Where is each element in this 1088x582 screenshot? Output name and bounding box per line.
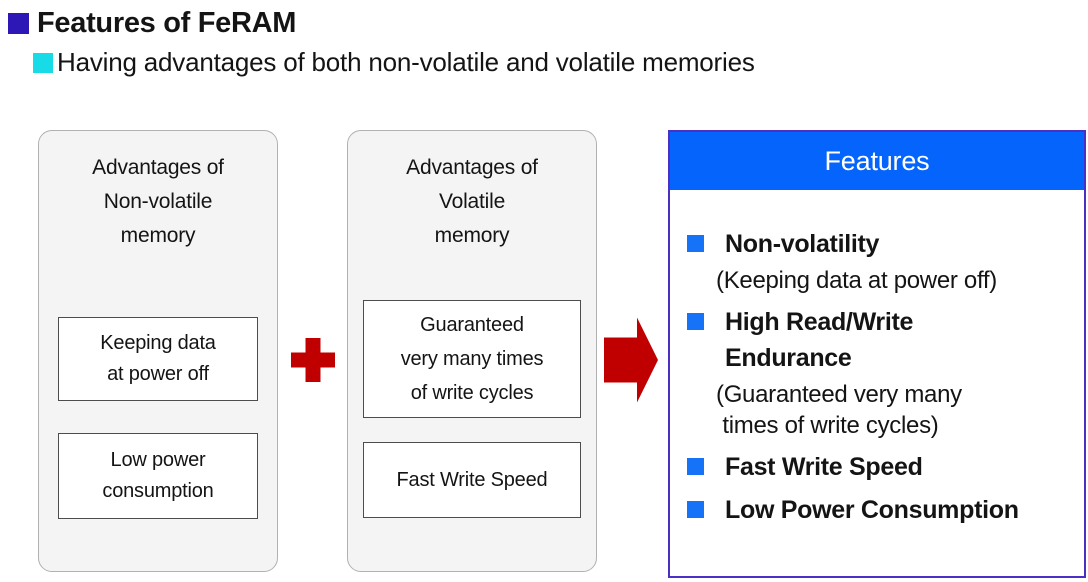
list-item: Non-volatility (Keeping data at power of… <box>687 226 1070 296</box>
list-item: Fast Write Speed <box>687 449 1070 485</box>
right-arrow-icon <box>604 317 658 403</box>
box-low-power: Low power consumption <box>58 433 258 519</box>
square-bullet-icon <box>687 313 704 330</box>
title-square-bullet-icon <box>8 13 29 34</box>
box-keeping-data: Keeping data at power off <box>58 317 258 401</box>
features-header: Features <box>670 132 1084 190</box>
panel-heading: Advantages of Volatile memory <box>406 156 538 247</box>
square-bullet-icon <box>687 458 704 475</box>
panel-heading: Advantages of Non-volatile memory <box>92 156 224 247</box>
feature-note: (Keeping data at power off) <box>716 267 997 294</box>
page-title: Features of FeRAM <box>37 7 297 39</box>
subtitle-square-bullet-icon <box>33 52 53 73</box>
square-bullet-icon <box>687 235 704 252</box>
features-list: Non-volatility (Keeping data at power of… <box>670 190 1084 528</box>
feature-label: High Read/Write Endurance <box>725 308 914 372</box>
box-fast-write-speed: Fast Write Speed <box>363 442 581 518</box>
square-bullet-icon <box>687 501 704 518</box>
list-item: Low Power Consumption <box>687 492 1070 528</box>
page-subtitle-row: Having advantages of both non-volatile a… <box>33 47 755 78</box>
feature-note: (Guaranteed very many times of write cyc… <box>716 381 962 439</box>
feature-label: Non-volatility <box>725 230 880 258</box>
feature-label: Low Power Consumption <box>725 496 1019 524</box>
panel-feram-features: Features Non-volatility (Keeping data at… <box>668 130 1086 578</box>
page-title-row: Features of FeRAM <box>8 7 296 40</box>
page-subtitle: Having advantages of both non-volatile a… <box>57 47 755 77</box>
box-guaranteed-write-cycles: Guaranteed very many times of write cycl… <box>363 300 581 418</box>
panel-volatile-advantages: Advantages of Volatile memory Guaranteed… <box>347 130 597 572</box>
panel-nonvolatile-advantages: Advantages of Non-volatile memory Keepin… <box>38 130 278 572</box>
feature-label: Fast Write Speed <box>725 453 923 481</box>
plus-icon <box>291 338 335 382</box>
list-item: High Read/Write Endurance (Guaranteed ve… <box>687 304 1070 441</box>
